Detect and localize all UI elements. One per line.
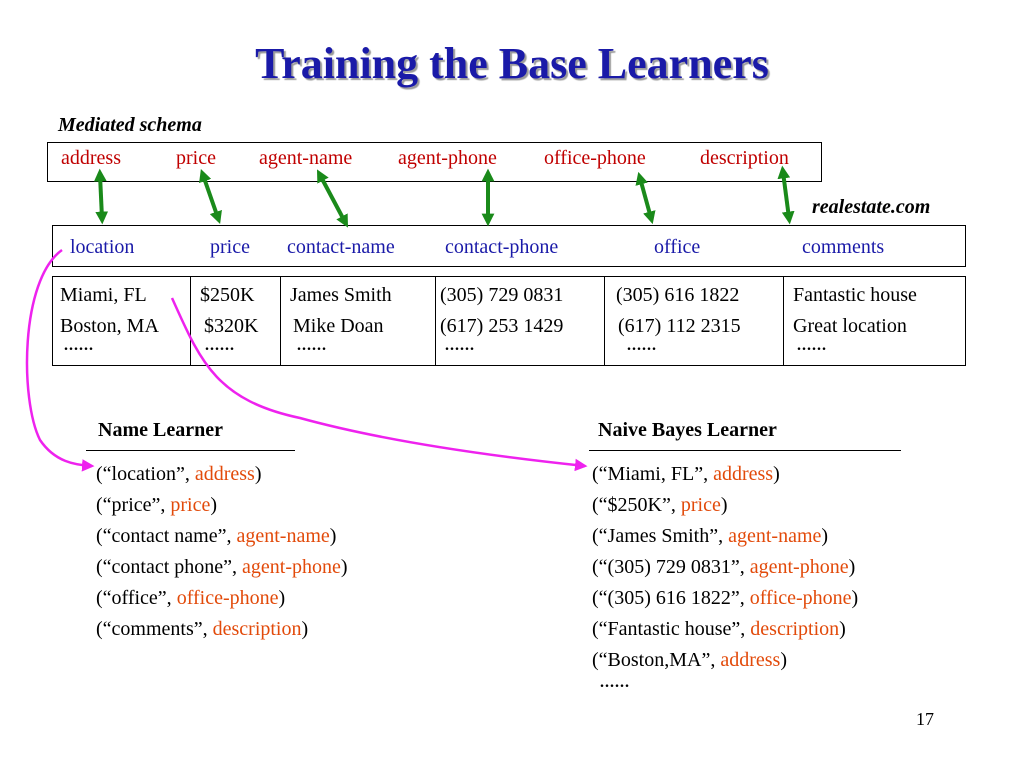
- source-attr-office: office: [654, 236, 701, 258]
- training-pair: (“office”, office-phone): [96, 587, 286, 609]
- column-divider: [190, 277, 191, 365]
- mediated-attr-agent-name: agent-name: [259, 147, 353, 169]
- mediated-attr-address: address: [61, 147, 121, 169]
- table-ellipsis: ......: [627, 337, 657, 354]
- table-cell: Mike Doan: [293, 315, 384, 337]
- table-cell: Great location: [793, 315, 907, 337]
- name-learner-underline: [86, 450, 295, 451]
- table-cell: Miami, FL: [60, 284, 147, 306]
- naive-bayes-learner-underline: [589, 450, 901, 451]
- table-cell: $320K: [204, 315, 259, 337]
- match-arrow-price-price: [199, 168, 222, 225]
- slide-title: Training the Base Learners: [255, 39, 769, 88]
- table-cell: Fantastic house: [793, 284, 917, 306]
- training-pair: (“Miami, FL”, address): [592, 463, 780, 485]
- training-pair: (“contact name”, agent-name): [96, 525, 337, 547]
- source-attr-price: price: [210, 236, 250, 258]
- table-ellipsis: ......: [205, 337, 235, 354]
- page-number: 17: [916, 709, 934, 729]
- mediated-attr-description: description: [700, 147, 789, 169]
- table-cell: (617) 253 1429: [440, 315, 564, 337]
- table-cell: Boston, MA: [60, 315, 159, 337]
- training-pair: (“$250K”, price): [592, 494, 728, 516]
- column-divider: [280, 277, 281, 365]
- match-arrow-office-phone-office: [635, 171, 656, 225]
- naive-bayes-learner-title: Naive Bayes Learner: [598, 419, 777, 441]
- naive-bayes-examples: (“Miami, FL”, address) (“$250K”, price) …: [592, 459, 858, 676]
- name-learner-examples: (“location”, address) (“price”, price) (…: [96, 459, 348, 645]
- flow-arrow-to-naive-bayes: [170, 297, 588, 472]
- training-pair: (“(305) 729 0831”, agent-phone): [592, 556, 856, 578]
- mediated-attr-office-phone: office-phone: [544, 147, 646, 169]
- table-cell: (305) 616 1822: [616, 284, 740, 306]
- source-schema-box: [52, 225, 966, 267]
- naive-bayes-ellipsis: ......: [600, 674, 630, 691]
- source-attr-location: location: [70, 236, 135, 258]
- name-learner-title: Name Learner: [98, 419, 223, 441]
- source-attr-comments: comments: [802, 236, 885, 258]
- mediated-schema-label: Mediated schema: [58, 114, 202, 136]
- training-pair: (“price”, price): [96, 494, 218, 516]
- table-ellipsis: ......: [797, 337, 827, 354]
- table-cell: $250K: [200, 284, 255, 306]
- table-ellipsis: ......: [297, 337, 327, 354]
- training-pair: (“contact phone”, agent-phone): [96, 556, 348, 578]
- table-cell: (617) 112 2315: [618, 315, 741, 337]
- source-attr-contact-name: contact-name: [287, 236, 395, 258]
- match-arrow-address-location: [93, 168, 109, 225]
- table-ellipsis: ......: [64, 337, 94, 354]
- training-pair: (“James Smith”, agent-name): [592, 525, 829, 547]
- source-label: realestate.com: [812, 196, 931, 218]
- table-ellipsis: ......: [445, 337, 475, 354]
- training-pair: (“Boston,MA”, address): [592, 649, 787, 671]
- column-divider: [435, 277, 436, 365]
- flow-arrow-to-name-learner: [25, 248, 95, 472]
- table-cell: James Smith: [290, 284, 392, 306]
- mediated-attr-price: price: [176, 147, 216, 169]
- training-pair: (“location”, address): [96, 463, 262, 485]
- training-pair: (“(305) 616 1822”, office-phone): [592, 587, 859, 609]
- table-cell: (305) 729 0831: [440, 284, 564, 306]
- column-divider: [604, 277, 605, 365]
- mediated-attr-agent-phone: agent-phone: [398, 147, 497, 169]
- training-pair: (“comments”, description): [96, 618, 309, 640]
- data-table: [52, 276, 966, 366]
- column-divider: [783, 277, 784, 365]
- mediated-schema-box: [47, 142, 822, 182]
- training-pair: (“Fantastic house”, description): [592, 618, 846, 640]
- source-attr-contact-phone: contact-phone: [445, 236, 559, 258]
- match-arrow-agent-name-contact-name: [316, 169, 349, 228]
- match-arrow-description-comments: [777, 165, 795, 225]
